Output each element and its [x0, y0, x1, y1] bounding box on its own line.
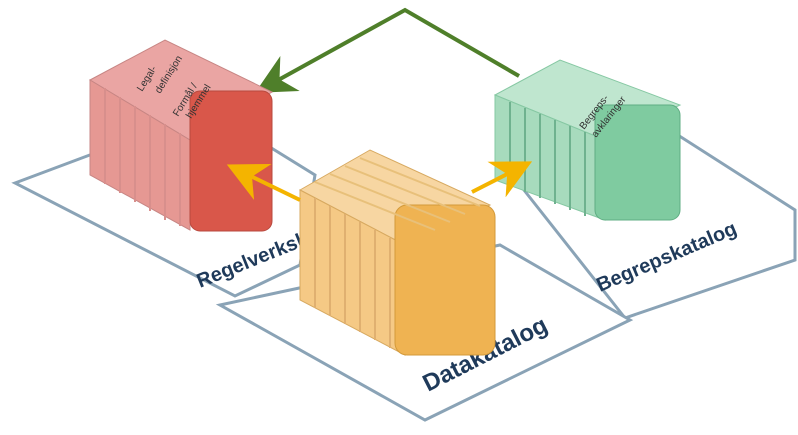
arrow-to-begrep [471, 161, 533, 198]
orange-cube-top-lines [314, 157, 481, 231]
red-cube-slices [104, 88, 181, 226]
green-cube: Begreps- avklaringer [493, 59, 682, 221]
orange-cube-slices [314, 198, 391, 348]
green-link-arrow [254, 7, 521, 93]
orange-cube [298, 149, 496, 356]
arrow-to-regelverk [226, 163, 301, 202]
